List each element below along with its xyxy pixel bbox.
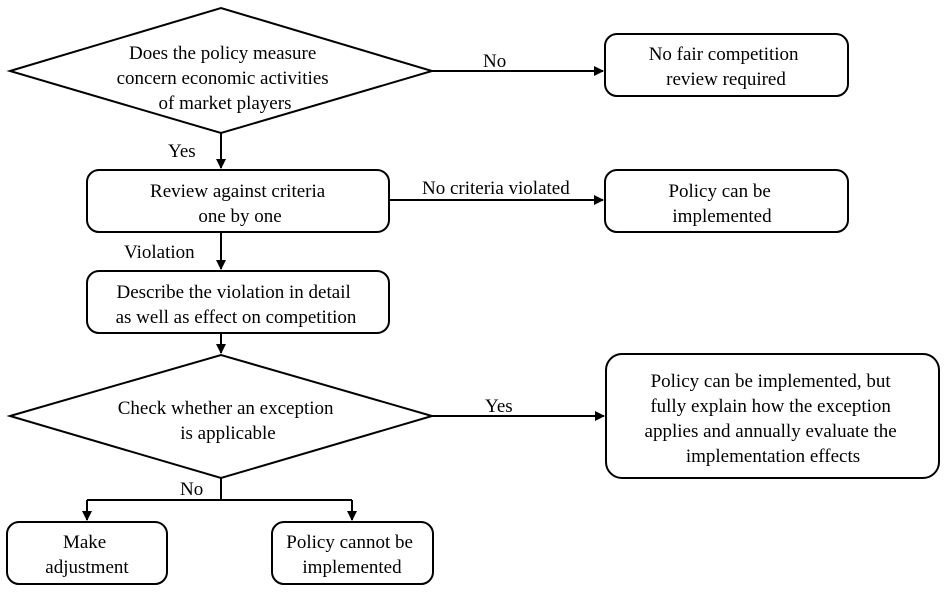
edge-label-yes: Yes xyxy=(485,396,513,417)
edge-label-yes: Yes xyxy=(168,141,196,162)
node-text-line: implemented xyxy=(302,557,402,578)
box-describe-violation: Describe the violation in detail as well… xyxy=(86,270,390,334)
svg-text:Describe the violation in deta: Describe the violation in detail as well… xyxy=(116,282,357,328)
decision-economic-activities: Does the policy measure concern economic… xyxy=(6,6,436,135)
connectors xyxy=(82,66,605,521)
svg-text:Check whether an exception: Check whether an exception is applicable xyxy=(118,398,339,444)
node-text-line: is applicable xyxy=(180,423,276,444)
svg-text:Policy can be implemented, but: Policy can be implemented, but fully exp… xyxy=(645,371,902,467)
svg-text:Make adjustment: Make adjustment xyxy=(45,532,129,578)
box-implemented-with-explanation: Policy can be implemented, but fully exp… xyxy=(605,353,940,479)
node-text-line: Make xyxy=(63,532,106,553)
svg-text:No fair competition revi: No fair competition review required xyxy=(649,44,804,90)
node-text-line: one by one xyxy=(198,206,281,227)
box-policy-cannot-implement: Policy cannot be implemented xyxy=(271,521,434,585)
node-text-line: of market players xyxy=(159,93,292,114)
edge-labels: No Yes No criteria violated Violation Ye… xyxy=(124,51,570,500)
box-review-criteria: Review against criteria one by one xyxy=(86,169,390,233)
svg-text:Policy cannot be impleme: Policy cannot be implemented xyxy=(286,532,417,578)
node-text-line: No fair competition xyxy=(649,44,799,65)
edge-label-no: No xyxy=(180,479,203,500)
node-text-line: implemented xyxy=(672,206,772,227)
decision-exception: Check whether an exception is applicable xyxy=(6,353,436,480)
node-text-line: Does the policy measure xyxy=(129,43,316,64)
box-no-review-required: No fair competition review required xyxy=(604,33,849,97)
node-text-line: Policy can be xyxy=(668,181,770,202)
edge-label-no-criteria-violated: No criteria violated xyxy=(422,178,570,199)
node-text-line: implementation effects xyxy=(686,446,860,467)
node-text-line: fully explain how the exception xyxy=(650,396,891,417)
svg-text:Review against criteria: Review against criteria one by one xyxy=(150,181,330,227)
svg-text:Does the policy measure: Does the policy measure concern economic… xyxy=(117,43,334,114)
box-make-adjustment: Make adjustment xyxy=(6,521,168,585)
node-text-line: as well as effect on competition xyxy=(116,307,357,328)
svg-text:Policy can be implemente: Policy can be implemented xyxy=(668,181,775,227)
node-text-line: Policy cannot be xyxy=(286,532,413,553)
node-text-line: Check whether an exception xyxy=(118,398,334,419)
node-text-line: Policy can be implemented, but xyxy=(651,371,892,392)
node-text-line: concern economic activities xyxy=(117,68,329,89)
node-text-line: adjustment xyxy=(45,557,129,578)
node-text-line: Review against criteria xyxy=(150,181,326,202)
node-text-line: applies and annually evaluate the xyxy=(645,421,897,442)
node-text-line: review required xyxy=(666,69,786,90)
box-policy-implemented: Policy can be implemented xyxy=(604,169,849,233)
edge-label-violation: Violation xyxy=(124,242,195,263)
edge-label-no: No xyxy=(483,51,506,72)
node-text-line: Describe the violation in detail xyxy=(116,282,350,303)
